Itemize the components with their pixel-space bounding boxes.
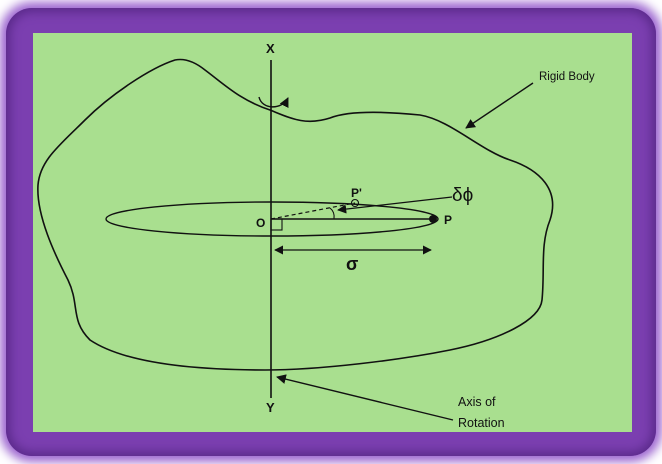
delta-phi-arrow (337, 196, 453, 214)
point-p-prime (350, 198, 360, 208)
axis-of-label: Axis of (458, 395, 496, 409)
delta-phi-label: δϕ (452, 185, 473, 206)
axis-callout (276, 374, 454, 421)
rotation-label: Rotation (458, 416, 505, 430)
rotation-ellipse (105, 201, 439, 237)
rigid-body-label: Rigid Body (539, 71, 595, 83)
angle-arc (329, 207, 335, 220)
origin-label: O (256, 216, 265, 230)
axis-y-label: Y (266, 400, 275, 415)
dashed-radius-line (270, 202, 356, 220)
rigid-body-callout (465, 82, 534, 129)
point-p-prime-label: P' (351, 186, 362, 200)
diagram-panel (33, 33, 632, 432)
point-p-label: P (444, 213, 452, 227)
right-angle-marker (270, 218, 283, 231)
point-p (429, 215, 437, 223)
rotation-arrow (258, 96, 289, 109)
axis-x-label: X (266, 41, 275, 56)
sigma-label: σ (346, 254, 358, 274)
